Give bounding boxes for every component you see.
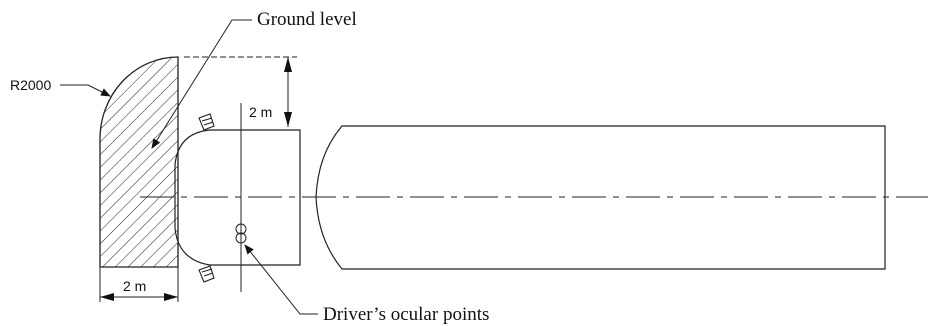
- trailer-body: [315, 125, 886, 270]
- ground-level-label: Ground level: [257, 9, 357, 30]
- radius-label: R2000: [10, 77, 51, 93]
- horizontal-dimension-arrow-right: [164, 293, 178, 301]
- ocular-points-label: Driver’s ocular points: [323, 304, 489, 325]
- vertical-dimension-arrow-bottom: [284, 112, 292, 127]
- mirror-bottom-icon: [198, 265, 215, 283]
- horizontal-dimension-label: 2 m: [123, 278, 146, 294]
- vertical-dimension-arrow-top: [284, 57, 292, 72]
- ocular-point-upper: [235, 223, 247, 235]
- ocular-point-lower: [235, 232, 247, 244]
- ocular-points-leader-line: [244, 244, 318, 315]
- ground-level-leader-line: [151, 19, 252, 149]
- mirror-top-icon: [198, 113, 215, 131]
- hatched-obstacle-region: [99, 56, 179, 268]
- horizontal-dimension-arrow-left: [100, 293, 114, 301]
- vertical-dimension-label: 2 m: [249, 104, 272, 120]
- vehicle-cab: [174, 129, 301, 266]
- radius-leader-line: [60, 84, 111, 97]
